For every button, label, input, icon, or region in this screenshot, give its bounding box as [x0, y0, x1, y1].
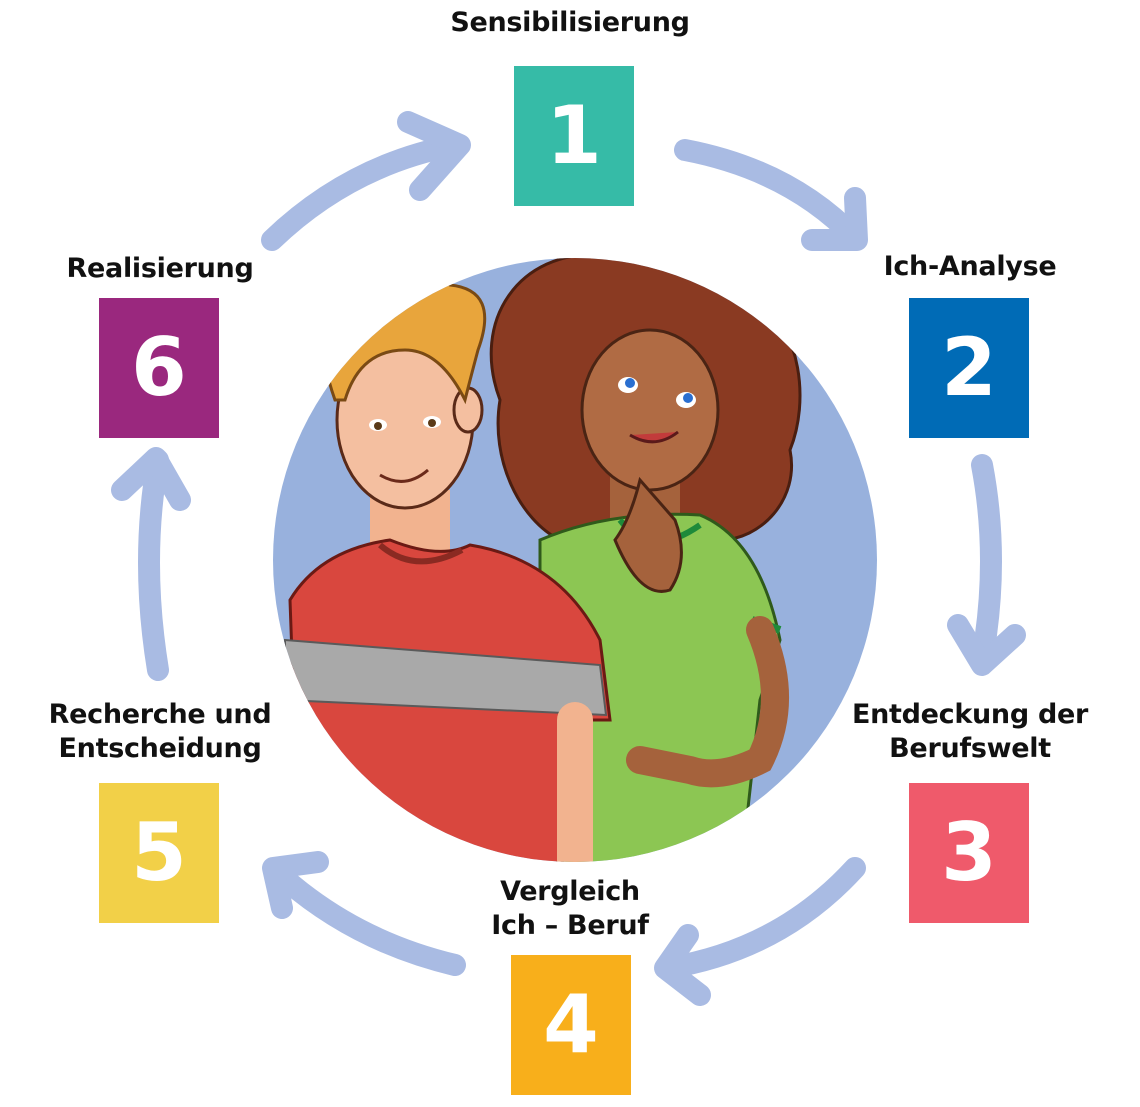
arrow-1-to-2 — [674, 139, 866, 249]
step-5-label-line-1: Recherche und — [48, 699, 272, 730]
step-2-box: 2 — [909, 298, 1029, 438]
step-3-number: 3 — [941, 806, 997, 899]
girl-figure — [489, 258, 802, 862]
step-6-label: Realisierung — [20, 252, 300, 286]
step-1-number: 1 — [546, 89, 602, 182]
step-1-label: Sensibilisierung — [420, 6, 720, 40]
step-4-label-line-2: Ich – Beruf — [491, 910, 649, 941]
step-3-label-line-1: Entdeckung der — [851, 699, 1089, 730]
arrow-6-to-1-head — [397, 111, 471, 201]
step-6-number: 6 — [131, 321, 187, 414]
arrow-3-to-4 — [657, 857, 866, 979]
arrow-3-to-4-head — [654, 924, 711, 1006]
step-4-label: Vergleich Ich – Beruf — [430, 875, 710, 943]
step-2-number: 2 — [941, 321, 997, 414]
step-2-label: Ich-Analyse — [830, 250, 1110, 284]
step-4-label-line-1: Vergleich — [500, 876, 640, 907]
step-5-label: Recherche und Entscheidung — [20, 698, 300, 766]
step-5-number: 5 — [131, 806, 187, 899]
step-6-label-line-1: Realisierung — [66, 253, 254, 284]
step-3-box: 3 — [909, 783, 1029, 923]
step-1-label-line-1: Sensibilisierung — [450, 7, 690, 38]
arrow-2-to-3 — [971, 454, 1002, 671]
step-2-label-line-1: Ich-Analyse — [883, 251, 1057, 282]
arrow-5-to-6-head — [111, 447, 191, 511]
step-5-label-line-2: Entscheidung — [58, 733, 262, 764]
illustration — [284, 258, 802, 862]
arrow-5-to-6 — [138, 449, 169, 681]
step-1-box: 1 — [514, 66, 634, 206]
step-5-box: 5 — [99, 783, 219, 923]
arrow-4-to-5-head — [262, 851, 329, 919]
arrow-4-to-5 — [264, 859, 466, 976]
arrow-2-to-3-head — [947, 614, 1026, 676]
step-3-label: Entdeckung der Berufswelt — [830, 698, 1110, 766]
step-6-box: 6 — [99, 298, 219, 438]
step-4-box: 4 — [511, 955, 631, 1095]
step-4-number: 4 — [543, 978, 599, 1071]
arrow-1-to-2-head — [801, 187, 868, 251]
step-3-label-line-2: Berufswelt — [889, 733, 1051, 764]
arrow-6-to-1 — [261, 134, 466, 251]
